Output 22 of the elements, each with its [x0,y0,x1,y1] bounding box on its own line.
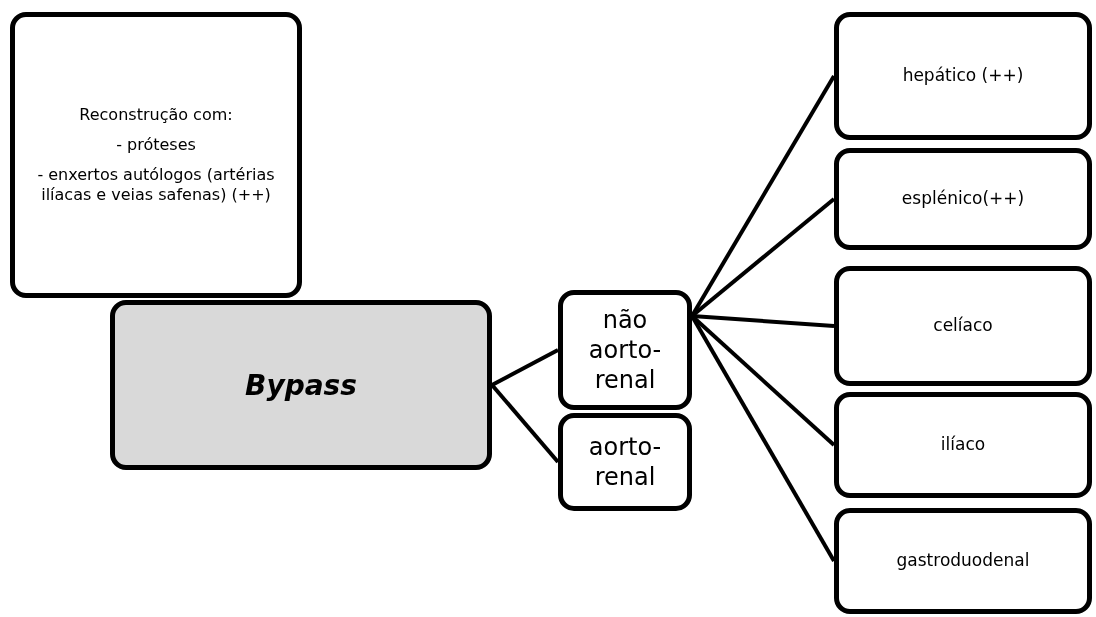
connector-line [491,348,559,387]
node-text: hepático (++) [902,65,1024,87]
leaf-box [834,266,1092,386]
node-text: ilíaco [940,434,986,456]
node-text: gastroduodenal [896,550,1030,572]
node-text: - próteses [116,135,196,155]
node-text: não aorto-renal [587,305,663,395]
node-text: Reconstrução com: [79,105,233,125]
callout-box [10,12,302,298]
node-text: Bypass [245,367,357,403]
leaf-box [834,148,1092,250]
branch-box [558,413,692,511]
leaf-box [834,12,1092,140]
branch-box [558,290,692,410]
node-text: celíaco [933,315,993,337]
node-text: esplénico(++) [901,188,1025,210]
main-box [110,300,492,470]
node-text: aorto-renal [587,432,663,492]
leaf-box [834,508,1092,614]
node-text: - enxertos autólogos (artérias ilíacas e veias safenas) (++) [36,165,276,205]
leaf-box [834,392,1092,498]
connector-line [490,383,560,464]
